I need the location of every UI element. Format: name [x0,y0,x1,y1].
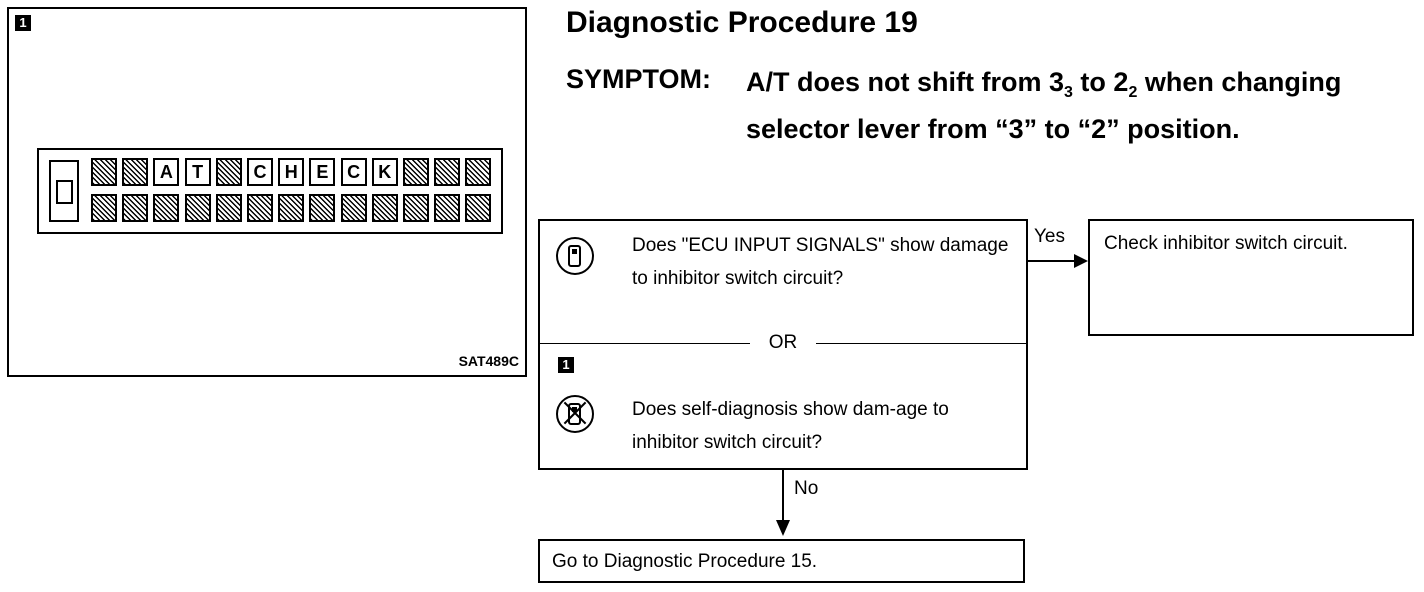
display-hatched-cell [465,158,492,186]
display-hatched-cell [215,158,242,186]
display-letter-cell: C [247,158,273,186]
consult-tester-icon [556,237,594,275]
no-arrow-line [782,470,784,528]
symptom-subscript: 2 [1128,84,1138,101]
display-hatched-cell [153,194,180,222]
no-arrow-head [776,520,790,536]
display-hatched-cell [122,194,149,222]
or-label: OR [540,332,1026,354]
display-hatched-cell [340,194,367,222]
divider-left [540,343,750,344]
display-hatched-cell [371,194,398,222]
display-hatched-cell [434,158,461,186]
symptom-subscript: 3 [1064,84,1073,101]
display-hatched-cell [91,194,117,222]
question-box: Does "ECU INPUT SIGNALS" show damage to … [538,219,1028,470]
display-letter-cell: E [309,158,336,186]
no-tester-icon [556,395,594,433]
yes-action-box: Check inhibitor switch circuit. [1088,219,1414,336]
display-hatched-cell [91,158,117,186]
yes-arrow-line [1028,260,1080,262]
display-letter-cell: K [371,158,398,186]
display-letter-cell: T [184,158,211,186]
display-letter-cell: A [153,158,180,186]
page-title: Diagnostic Procedure 19 [566,6,918,39]
yes-label: Yes [1034,226,1065,247]
display-hatched-cell [465,194,492,222]
display-hatched-cell [122,158,149,186]
display-hatched-cell [215,194,242,222]
no-label: No [794,478,819,499]
display-hatched-cell [309,194,336,222]
display-hatched-cell [403,158,429,186]
question-consult: Does "ECU INPUT SIGNALS" show damage to … [632,235,1009,289]
display-square-icon [49,160,79,222]
step-badge: 1 [558,357,574,373]
display-hatched-cell [278,194,305,222]
step-badge: 1 [15,15,31,31]
divider-right [816,343,1026,344]
display-letter-cell: C [340,158,367,186]
symptom-label: SYMPTOM: [566,64,712,94]
yes-arrow-head [1074,254,1088,268]
figure-code: SAT489C [458,353,519,369]
display-hatched-cell [403,194,429,222]
symptom-part: to 2 [1072,67,1129,97]
symptom-text: A/T does not shift from 33 to 22 when ch… [746,64,1386,148]
display-hatched-cell [434,194,461,222]
symptom-part: A/T does not shift from 3 [746,67,1065,97]
display-hatched-cell [184,194,211,222]
display-letter-cell: H [278,158,305,186]
yes-action-text: Check inhibitor switch circuit. [1104,233,1348,254]
display-hatched-cell [247,194,273,222]
no-action-text: Go to Diagnostic Procedure 15. [552,551,818,572]
symptom-part: when changing selector lever from “3” to… [746,67,1342,144]
no-action-box: Go to Diagnostic Procedure 15. [538,539,1025,583]
question-self-diagnosis: Does self-diagnosis show dam-age to inhi… [632,399,949,453]
